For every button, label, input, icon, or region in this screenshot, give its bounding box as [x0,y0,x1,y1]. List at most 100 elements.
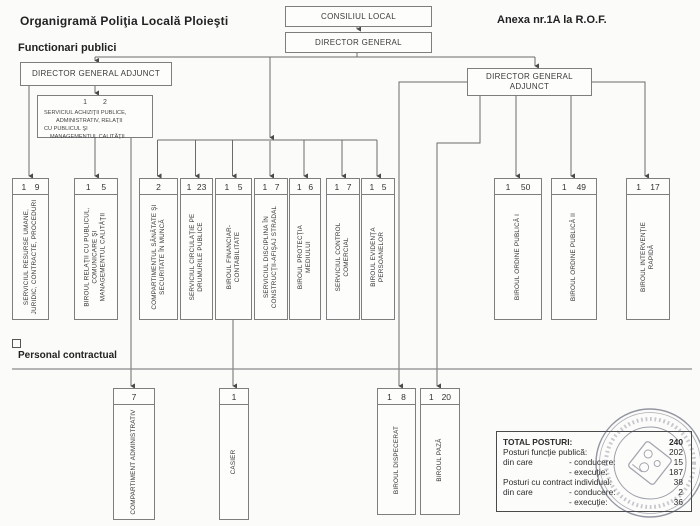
unit-label: COMPARTIMENT ADMINISTRATIV [129,409,137,515]
achizitii-line: SERVICIUL ACHIZIŢII PUBLICE, [44,110,127,117]
unit-label: SERVICIUL RESURSE UMANE, JURIDIC, CONTRA… [22,199,38,315]
unit-label: BIROUL RELAŢII CU PUBLICUL, COMUNICARE Ş… [83,207,108,307]
box-director-general-adjunct-left: DIRECTOR GENERAL ADJUNCT [20,62,172,86]
unit-label: BIROUL FINANCIAR-CONTABILITATE [225,224,241,290]
unit-posts-n1: 1 [296,181,302,192]
unit-posts-n1: 1 [636,181,641,192]
unit-label: SERVICIUL CIRCULAŢIE PE DRUMURILE PUBLIC… [188,213,204,301]
unit-label: BIROUL INTERVENŢIE RAPIDĂ [639,221,655,293]
unit-posts-header: 1 17 [627,179,669,195]
unit-posts-header: 1 20 [421,389,459,405]
box-director-general: DIRECTOR GENERAL [285,32,432,53]
unit-posts-n1: 1 [21,181,27,192]
unit-posts-n2: 20 [441,391,452,402]
box-consiliul-local-label: CONSILIUL LOCAL [321,11,396,21]
unit-posts-n1: 1 [369,181,375,192]
section-contract-label: Personal contractual [18,350,117,361]
unit-posts-n1: 1 [85,181,91,192]
unit-posts-n2: 7 [274,181,280,192]
totals-row: - execuţie:187 [569,467,683,477]
achizitii-posts: 1 2 [42,98,148,108]
unit-posts-header: 1 49 [552,179,596,195]
unit-posts-n2: 50 [520,181,531,192]
unit-posts-n2: 5 [381,181,387,192]
round-stamp-icon [595,408,700,518]
totals-row: TOTAL POSTURI:240 [503,437,683,447]
achizitii-line: ADMINISTRATIV, RELAŢII [56,118,123,125]
achizitii-n2: 2 [103,99,107,106]
box-serviciul-achizitii: 1 2 SERVICIUL ACHIZIŢII PUBLICE, ADMINIS… [37,95,153,141]
box-consiliul-local: CONSILIUL LOCAL [285,6,432,27]
achizitii-line: CU PUBLICUL ŞI [44,126,88,133]
unit-posts-n1: 1 [428,391,434,402]
unit-label: BIROUL PROTECŢIA MEDIULUI [296,224,312,290]
unit-label: COMPARTIMENTUL SĂNĂTATE ŞI SECURITATE ÎN… [150,204,166,310]
unit-label: BIROUL ORDINE PUBLICĂ II [569,212,577,302]
totals-row: din care- conducere:2 [503,487,683,497]
achizitii-line: MANAGEMENTUL CALITĂŢII [50,134,125,141]
totals-row: - execuţie:36 [569,497,683,507]
unit-posts-n1: 1 [224,181,230,192]
unit-posts-n2: 7 [346,181,352,192]
unit-posts-n2: 6 [308,181,314,192]
unit-posts-n1: 1 [231,391,237,402]
totals-box: TOTAL POSTURI:240 Posturi funcţie public… [496,431,692,512]
box-director-general-label: DIRECTOR GENERAL [315,37,402,47]
unit-posts-header: 1 50 [495,179,541,195]
unit-label: BIROUL DISPECERAT [392,425,400,494]
unit-label: CASIER [229,449,237,475]
unit-posts-n2: 17 [650,181,660,192]
unit-label: SERVICIUL DISCIPLINA ÎN CONSTRUCŢII-AFIŞ… [262,205,278,309]
legend-square-icon [12,339,21,348]
totals-row: din care- conducere:15 [503,457,683,467]
page-title: Organigramă Poliţia Locală Ploieşti [20,14,229,28]
achizitii-n1: 1 [83,99,87,106]
section-public-label: Functionari publici [18,42,117,54]
unit-posts-n1: 7 [131,391,137,402]
unit-posts-n2: 8 [401,391,406,402]
annex-label: Anexa nr.1A la R.O.F. [497,14,607,26]
unit-posts-n1: 2 [156,181,161,192]
box-dga-left-label: DIRECTOR GENERAL ADJUNCT [31,69,161,78]
box-director-general-adjunct-right: DIRECTOR GENERAL ADJUNCT [467,68,592,96]
unit-posts-n2: 49 [576,181,587,192]
unit-posts-n1: 1 [561,181,567,192]
unit-posts-n1: 1 [334,181,340,192]
unit-posts-n1: 1 [262,181,268,192]
unit-label: BIROUL EVIDENŢA PERSOANELOR [369,227,385,287]
unit-posts-n1: 1 [387,391,392,402]
unit-posts-n1: 1 [186,181,192,192]
unit-posts-n2: 9 [34,181,40,192]
unit-label: BIROUL PAZĂ [435,437,443,482]
unit-posts-header: 2 [140,179,177,195]
unit-posts-n2: 5 [101,181,107,192]
totals-row: Posturi cu contract individual:38 [503,477,683,487]
unit-posts-n1: 1 [505,181,511,192]
